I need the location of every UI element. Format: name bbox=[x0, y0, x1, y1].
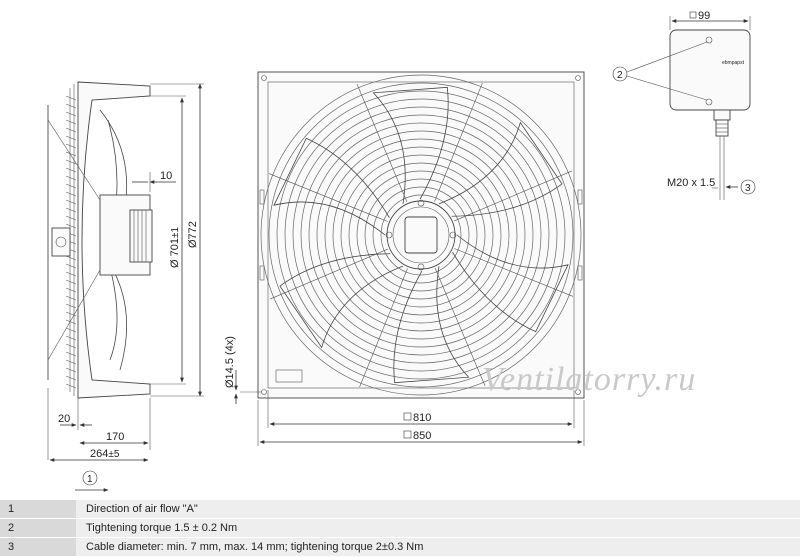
callout-air-flow bbox=[82, 470, 98, 486]
callout-cable bbox=[740, 179, 756, 195]
terminal-box-view: ebmpapst 99 2 M20 x 1.5 3 bbox=[612, 10, 756, 200]
front-view: Ø14.5 (4x) 810 850 bbox=[224, 71, 585, 446]
callout-torque bbox=[612, 66, 628, 82]
legend-text: Direction of air flow "A" bbox=[76, 500, 800, 519]
legend-text: Cable diameter: min. 7 mm, max. 14 mm; t… bbox=[76, 537, 800, 557]
dim-side-width-170: 170 bbox=[106, 431, 124, 443]
legend-number: 1 bbox=[0, 500, 76, 519]
dim-box-width: 99 bbox=[698, 10, 710, 22]
dim-front-width-850: 850 bbox=[413, 430, 431, 442]
callout-torque-number: 2 bbox=[617, 70, 623, 81]
dim-front-width-810: 810 bbox=[413, 412, 431, 424]
dim-side-diameter-outer: Ø772 bbox=[187, 221, 199, 248]
dim-side-flange-offset: 10 bbox=[160, 170, 172, 182]
side-view: 10 Ø 701±1 Ø772 20 170 264±5 1 bbox=[47, 81, 204, 492]
legend-number: 2 bbox=[0, 518, 76, 538]
watermark: Ventilatorry.ru bbox=[482, 361, 696, 398]
callout-cable-number: 3 bbox=[745, 183, 751, 194]
dim-side-width-264: 264±5 bbox=[90, 448, 120, 460]
legend-number: 3 bbox=[0, 537, 76, 557]
dim-side-diameter-inner: Ø 701±1 bbox=[169, 227, 181, 268]
dim-box-thread: M20 x 1.5 bbox=[667, 177, 715, 189]
dim-side-width-20: 20 bbox=[58, 413, 70, 425]
dim-front-hole-diameter: Ø14.5 (4x) bbox=[224, 336, 236, 388]
technical-drawing: 10 Ø 701±1 Ø772 20 170 264±5 1 bbox=[47, 10, 756, 492]
box-brand-label: ebmpapst bbox=[722, 60, 745, 66]
legend-text: Tightening torque 1.5 ± 0.2 Nm bbox=[76, 518, 800, 538]
callout-air-flow-number: 1 bbox=[87, 474, 93, 485]
terminal-box bbox=[669, 29, 751, 111]
